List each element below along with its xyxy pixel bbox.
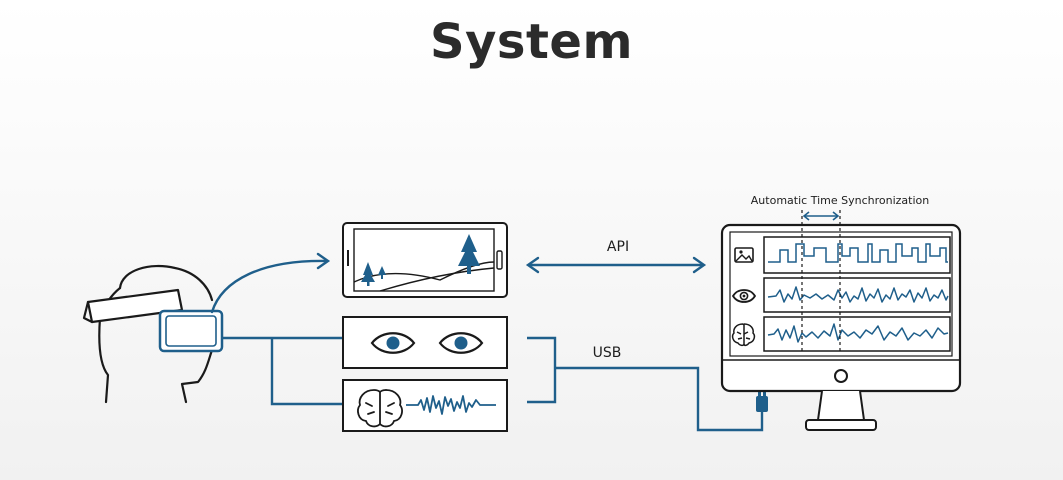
- eye-signal-panel: [763, 277, 951, 313]
- usb-label: USB: [593, 345, 622, 361]
- head-to-display-arrow: [210, 252, 331, 314]
- page-title: System: [430, 14, 633, 70]
- brainwave-signal-icon: [406, 395, 496, 415]
- eeg-signal: [767, 323, 949, 343]
- image-stepped-signal: [768, 243, 948, 263]
- usb-plug-icon: [756, 389, 768, 412]
- image-icon: [734, 247, 754, 263]
- api-double-arrow: [525, 256, 707, 274]
- sync-interval-arrow: [802, 211, 840, 221]
- image-signal-panel: [763, 236, 951, 274]
- eyes-icon: [342, 316, 508, 369]
- phone-display-landscape-icon: [342, 222, 508, 298]
- brain-row-icon: [731, 323, 756, 347]
- headset-branch-lines: [222, 336, 342, 406]
- api-label: API: [607, 239, 629, 255]
- eye-icon: [731, 289, 757, 303]
- sync-label: Automatic Time Synchronization: [751, 194, 929, 207]
- sync-markers: [801, 210, 841, 354]
- head-with-vr-headset-icon: [82, 264, 224, 404]
- usb-connection-line: [527, 336, 764, 432]
- eye-signal: [767, 286, 949, 303]
